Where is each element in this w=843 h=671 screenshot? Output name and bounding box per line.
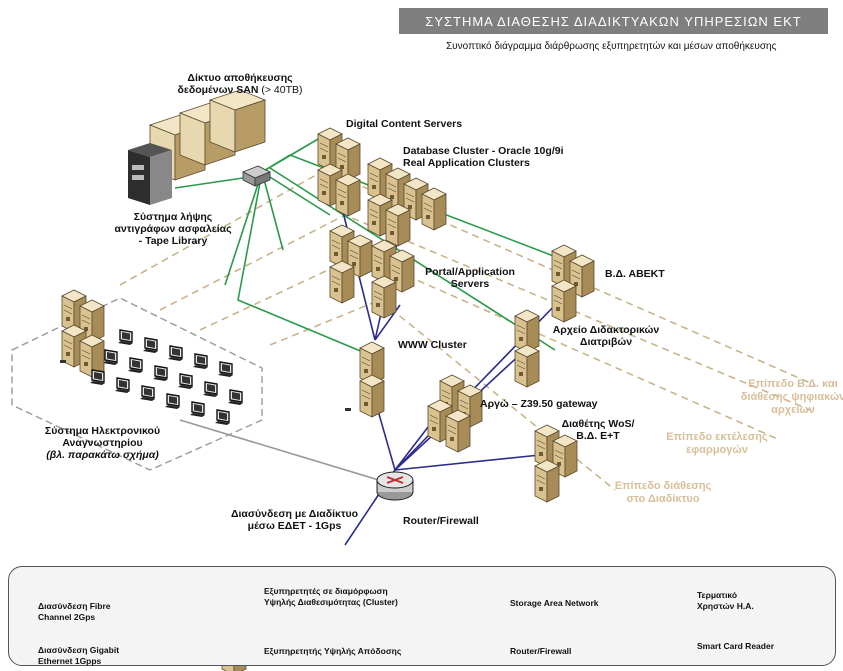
phd-servers (514, 309, 540, 388)
argo-label: Αργώ – Z39.50 gateway (480, 398, 598, 410)
digital-content-label: Digital Content Servers (346, 118, 463, 130)
wos-label: Διαθέτης WoS/Β.Δ. Ε+Τ (561, 418, 635, 442)
diagram-subtitle: Συνοπτικό διάγραμμα διάρθρωσης εξυπηρετη… (446, 41, 777, 52)
san-label: Δίκτυο αποθήκευσης δεδομένων SAN (> 40TB… (177, 72, 303, 96)
abekt-servers (551, 244, 595, 323)
www-cluster-servers (359, 341, 385, 418)
san-storage (128, 89, 271, 205)
legend-server-label: Εξυπηρετητής Υψηλής Απόδοσης (264, 646, 402, 656)
router-label: Router/Firewall (403, 515, 479, 527)
fibre-links (174, 131, 591, 356)
diagram-title: ΣΥΣΤΗΜΑ ΔΙΑΘΕΣΗΣ ΔΙΑΔΙΚΤΥΑΚΩΝ ΥΠΗΡΕΣΙΩΝ … (399, 8, 828, 34)
abekt-label: Β.Δ. ΑΒΕΚΤ (605, 268, 665, 280)
legend-storage-label: Storage Area Network (510, 598, 599, 608)
reading-room-servers (61, 289, 105, 378)
reading-room-terminals (89, 329, 244, 426)
www-cluster-label: WWW Cluster (398, 339, 467, 351)
reading-room-link (179, 419, 393, 485)
argo-servers (427, 374, 483, 453)
legend-box (8, 566, 836, 666)
digital-content-servers (317, 127, 361, 217)
legend-router-label: Router/Firewall (510, 646, 572, 656)
reading-room-box (11, 297, 263, 471)
database-cluster-servers (367, 157, 447, 247)
legend-smartcard-label: Smart Card Reader (697, 641, 775, 651)
router-icon (376, 471, 414, 501)
